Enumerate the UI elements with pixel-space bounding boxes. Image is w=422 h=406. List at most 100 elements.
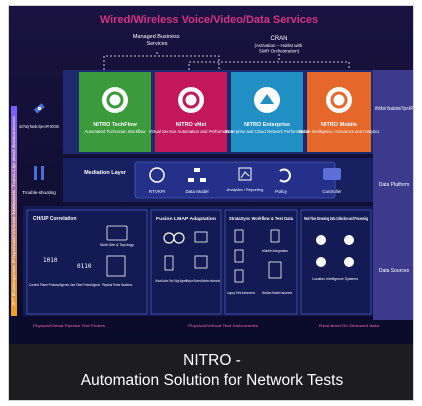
source-item-label: Mobile Integration <box>262 249 288 253</box>
source-title: CH/UP Correlation <box>33 216 77 222</box>
source-title: Real-Time Streaming Data Collection and … <box>304 216 368 221</box>
techflow-icon <box>102 87 128 113</box>
source-item-label: Legacy Field Instruments <box>227 291 255 295</box>
product-name: NITRO TechFlow <box>93 122 137 128</box>
enterprise-icon-shape <box>260 94 274 104</box>
right-label-data-platform: Data Platform <box>379 182 410 188</box>
source-box-stratasync <box>224 209 298 315</box>
cran-subtitle: (Activation – Hotlist with SWR Orchestra… <box>254 43 303 54</box>
tools-icon <box>34 166 44 180</box>
source-boxes <box>26 209 372 315</box>
location-person-icon <box>344 235 354 245</box>
source-item-label: Physical Routers/Switches Instruments <box>186 279 220 283</box>
product-desc: Virtual Service Automation and Performan… <box>149 129 234 134</box>
left-items: 3rd Party Needs Open API NGOSS Trouble-s… <box>19 103 59 195</box>
product-labels: NITRO TechFlow Automated Technician Work… <box>85 122 380 134</box>
mobile-device-icon <box>270 229 280 243</box>
source-title: Fusion LMAP Adaptation <box>156 216 216 221</box>
right-label-workflow: Workflow/ Visualization/ Open API <box>375 106 413 112</box>
source-titles: CH/UP Correlation Fusion LMAP Adaptation… <box>33 216 368 222</box>
mobile-icon-ring <box>330 91 348 109</box>
field-instrument-icon <box>234 229 244 243</box>
source-icons: 1010 0110 <box>43 225 354 283</box>
cran-subtitle-line1: (Activation – Hotlist with <box>254 43 302 48</box>
source-title: StrataSync Workflow & Test Data <box>229 216 293 221</box>
vnet-icon <box>178 87 204 113</box>
diagram-frame: Wired/Wireless Voice/Video/Data Services… <box>8 5 414 401</box>
caption-subtitle: Automation Solution for Network Tests <box>80 372 344 389</box>
source-item-label: User Plane Probes/Agents <box>70 283 100 287</box>
rtvkpi-icon <box>149 167 165 183</box>
source-item-label: Location Intelligence Systems <box>312 277 358 281</box>
source-item-label: Virtual Active Test / Mgt Agents <box>155 279 187 283</box>
data-model-icon <box>188 168 206 182</box>
left-rail <box>11 106 17 316</box>
architecture-diagram: Wired/Wireless Voice/Video/Data Services… <box>9 6 413 346</box>
field-instrument-icon <box>234 249 244 263</box>
mobile-icon <box>326 87 352 113</box>
cran-connector <box>188 61 350 70</box>
agent-icon <box>173 232 185 244</box>
platform-item-label: Policy <box>275 189 288 194</box>
product-name: NITRO vNet <box>176 122 207 128</box>
binary-icon: 1010 <box>43 257 58 264</box>
source-box-fusion <box>150 209 222 315</box>
left-item-label: Trouble-shooting <box>22 190 56 195</box>
right-label-data-sources: Data Sources <box>379 268 410 274</box>
footer-label: Physical/Virtual Test Instruments <box>188 323 258 328</box>
analytics-icon <box>238 167 252 181</box>
caption-title: NITRO - <box>183 352 241 369</box>
managed-services-label: Managed Business Services <box>133 34 181 47</box>
controller-icon <box>323 168 341 180</box>
policy-icon <box>279 168 291 183</box>
product-desc: Enterprise and Cloud Network Performance <box>225 129 309 134</box>
service-connectors <box>103 52 350 70</box>
cran-subtitle-line2: SWR Orchestration) <box>259 49 300 54</box>
source-box-streaming <box>300 209 372 315</box>
controller-label: Controller <box>322 189 342 194</box>
router-icon <box>194 231 208 243</box>
probe-icon <box>106 255 126 277</box>
cran-title: CRAN <box>270 36 287 42</box>
location-person-icon <box>344 257 354 267</box>
product-icons <box>102 87 352 113</box>
footer-label: Real-time/On-Demand data <box>319 323 380 328</box>
right-labels: Workflow/ Visualization/ Open API Data P… <box>375 106 413 274</box>
location-person-icon <box>316 235 326 245</box>
product-name: NITRO Mobile <box>321 122 357 128</box>
managed-connector <box>103 55 220 70</box>
source-item-label: Control Plane Probes/Agents <box>29 283 69 287</box>
source-item-label: Multi-Site & Topology <box>100 243 134 247</box>
source-item-label: Workflow-Enabled Instruments <box>262 291 292 295</box>
instrument-icon <box>164 255 174 271</box>
field-instrument-icon <box>234 269 244 283</box>
platform-item-label: Data Model <box>185 189 208 194</box>
workflow-instrument-icon <box>268 261 282 279</box>
vnet-icon-ring <box>182 91 200 109</box>
caption-bar: NITRO - Automation Solution for Network … <box>9 344 413 400</box>
source-item-label: Physical Probe Solutions <box>102 283 132 287</box>
platform-labels: RTVKPI Data Model Analytics / Reporting … <box>149 187 288 194</box>
diagram-title: Wired/Wireless Voice/Video/Data Services <box>100 14 318 26</box>
source-box-chup <box>26 209 148 315</box>
mediation-label: Mediation Layer <box>84 170 127 176</box>
managed-services-line2: Services <box>146 41 167 47</box>
source-item-labels: Multi-Site & Topology Control Plane Prob… <box>29 243 358 295</box>
footer-labels: Physical/Virtual Passive Test Probes Phy… <box>33 323 380 328</box>
right-column <box>373 70 413 320</box>
product-desc: Mobile Intelligence, Assurance and Analy… <box>299 129 380 134</box>
platform-item-label: RTVKPI <box>149 189 165 194</box>
platform-icons <box>149 167 291 183</box>
data-sources-band <box>23 206 373 316</box>
satellite-icon <box>33 103 45 114</box>
switch-icon <box>194 255 208 269</box>
footer-label: Physical/Virtual Passive Test Probes <box>33 323 105 328</box>
left-item-label: 3rd Party Needs Open API NGOSS <box>19 124 59 129</box>
topology-icon <box>106 225 128 241</box>
managed-services-line1: Managed Business <box>133 34 180 40</box>
binary-icon: 0110 <box>77 263 92 270</box>
location-person-icon <box>316 257 326 267</box>
platform-item-label: Analytics / Reporting <box>227 187 264 192</box>
product-columns <box>79 72 371 152</box>
product-name: NITRO Enterprise <box>244 122 290 128</box>
